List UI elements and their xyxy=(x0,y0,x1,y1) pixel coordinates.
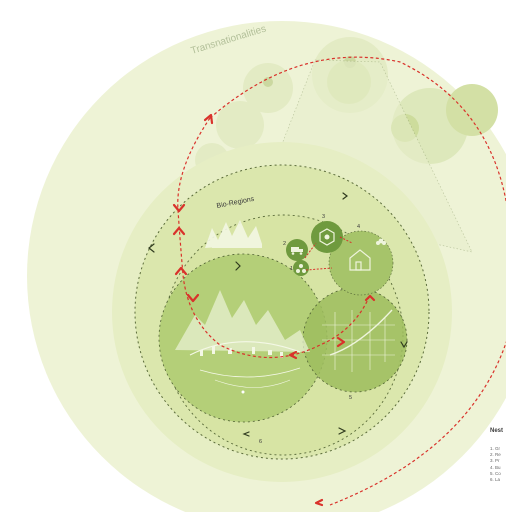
bioregion-skyline xyxy=(205,220,262,248)
node-number-5: 5 xyxy=(349,395,352,401)
transnational-flow-arc xyxy=(209,56,506,506)
node-flow-arrows xyxy=(304,236,353,271)
cloud-icon xyxy=(376,238,386,245)
recycle-icon xyxy=(296,264,306,273)
city-illustration xyxy=(322,309,395,372)
node-number-2: 2 xyxy=(283,241,286,247)
node-number-3: 3 xyxy=(322,214,325,220)
node-number-6: 6 xyxy=(259,439,262,445)
ring-direction-arrows xyxy=(148,192,408,437)
legend-item: 6. La xyxy=(490,477,501,483)
flow-arrowheads xyxy=(172,113,376,507)
legend-item: 4. Bu xyxy=(490,464,501,470)
legend-item: 2. Re xyxy=(490,452,501,458)
landscape-illustration xyxy=(175,290,310,388)
highlight-dot xyxy=(241,390,245,394)
legend-list: 1. Gr 2. Re 3. Pr 4. Bu 5. Co 6. La xyxy=(490,446,501,483)
legend-item: 1. Gr xyxy=(490,446,501,451)
truck-icon xyxy=(291,247,303,255)
node-number-1: 1 xyxy=(290,266,293,272)
node-number-4: 4 xyxy=(357,224,360,230)
legend-item: 3. Pr xyxy=(490,458,500,464)
legend-title: Nest xyxy=(490,428,504,434)
bioregion-flow-loop xyxy=(177,117,371,358)
legend-item: 5. Co xyxy=(490,470,501,476)
hexagon-icon xyxy=(319,228,335,246)
house-icon xyxy=(349,249,371,271)
